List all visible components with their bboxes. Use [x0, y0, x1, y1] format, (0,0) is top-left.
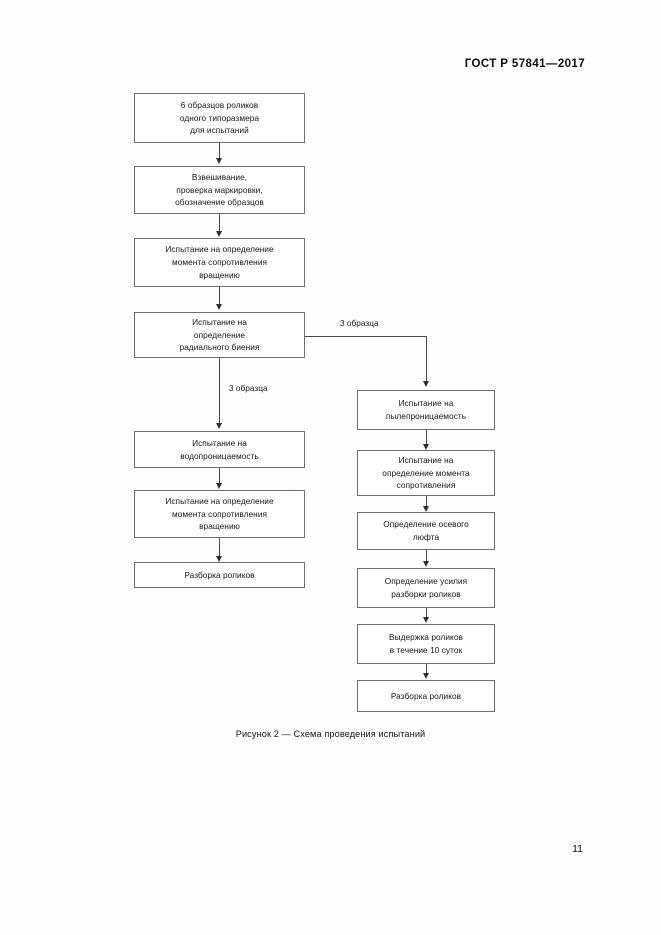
document-standard-header: ГОСТ Р 57841—2017: [464, 58, 585, 70]
connector-branch-right-vertical: [426, 336, 427, 382]
node-line: разборки роликов: [391, 589, 461, 599]
node-line: Испытание на определение: [165, 244, 274, 255]
node-line: люфта: [412, 532, 440, 542]
branch-label-left: 3 образца: [229, 383, 268, 393]
flow-node-water-permeability: Испытание на водопроницаемость: [134, 431, 305, 468]
node-line: Определение осевого: [383, 519, 469, 530]
connector-r1-r2: [426, 430, 427, 445]
connector-n1-n2: [219, 143, 220, 160]
arrowhead-l1-l2: [216, 483, 222, 489]
connector-r5-r6: [426, 664, 427, 674]
arrowhead-n3-n4: [216, 304, 222, 310]
node-line: Выдержка роликов: [389, 632, 463, 643]
figure-caption: Рисунок 2 — Схема проведения испытаний: [235, 729, 426, 739]
node-line: Испытание на: [192, 437, 247, 448]
connector-r2-r3: [426, 496, 427, 508]
node-line: для испытаний: [190, 125, 249, 136]
arrowhead-n1-n2: [216, 158, 222, 164]
node-line: момента сопротивления: [171, 257, 268, 268]
branch-label-right: 3 образца: [340, 318, 379, 328]
arrowhead-r1-r2: [423, 444, 429, 450]
flow-node-dust-permeability: Испытание на пылепроницаемость: [357, 390, 495, 430]
arrowhead-branch-left: [216, 423, 222, 429]
node-line: Определение усилия: [384, 576, 468, 587]
node-line: Испытание на: [398, 454, 454, 465]
node-line: обозначение образцов: [175, 197, 264, 208]
node-line: сопротивления: [396, 480, 456, 491]
flow-node-axial-play: Определение осевого люфта: [357, 512, 495, 550]
node-line: пылепроницаемость: [385, 411, 467, 421]
node-line: вращению: [199, 269, 240, 280]
flow-node-moment-resistance-right: Испытание на определение момента сопроти…: [357, 450, 495, 496]
node-line: Разборка роликов: [390, 690, 462, 701]
node-line: Испытание на: [192, 316, 247, 327]
connector-l2-l3: [219, 538, 220, 557]
node-line: 6 образцов роликов: [180, 99, 259, 110]
node-line: Взвешивание,: [191, 171, 248, 182]
flow-node-rotation-resistance: Испытание на определение момента сопроти…: [134, 238, 305, 287]
arrowhead-r2-r3: [423, 506, 429, 512]
arrowhead-branch-right: [423, 381, 429, 387]
connector-n2-n3: [219, 214, 220, 232]
flow-node-disassembly-force: Определение усилия разборки роликов: [357, 568, 495, 608]
flow-node-holding-10-days: Выдержка роликов в течение 10 суток: [357, 624, 495, 664]
flow-node-disassembly-right: Разборка роликов: [357, 680, 495, 712]
flow-node-radial-runout: Испытание на определение радиального бие…: [134, 312, 305, 358]
node-line: одного типоразмера: [179, 112, 260, 123]
connector-branch-left-vertical: [219, 358, 220, 424]
node-line: Испытание на: [398, 398, 454, 409]
arrowhead-n2-n3: [216, 231, 222, 237]
flow-node-weighing: Взвешивание, проверка маркировки, обозна…: [134, 166, 305, 214]
node-line: определение момента: [382, 467, 470, 478]
arrowhead-r5-r6: [423, 673, 429, 679]
flow-node-rotation-resistance-left: Испытание на определение момента сопроти…: [134, 490, 305, 538]
connector-branch-right-horizontal: [305, 336, 426, 337]
arrowhead-r3-r4: [423, 561, 429, 567]
connector-n3-n4: [219, 287, 220, 305]
node-line: водопроницаемость: [180, 450, 259, 461]
flow-node-disassembly-left: Разборка роликов: [134, 562, 305, 588]
node-line: радиального биения: [179, 342, 260, 353]
node-line: Испытание на определение: [165, 495, 274, 506]
page-number: 11: [572, 843, 583, 855]
node-line: определение: [193, 329, 246, 340]
connector-l1-l2: [219, 468, 220, 484]
node-line: вращению: [199, 521, 240, 532]
connector-r4-r5: [426, 608, 427, 618]
node-line: Разборка роликов: [184, 569, 255, 580]
node-line: в течение 10 суток: [389, 645, 463, 655]
flow-node-samples: 6 образцов роликов одного типоразмера дл…: [134, 93, 305, 143]
node-line: момента сопротивления: [171, 508, 268, 519]
arrowhead-l2-l3: [216, 556, 222, 562]
connector-r3-r4: [426, 550, 427, 562]
node-line: проверка маркировки,: [176, 184, 263, 195]
arrowhead-r4-r5: [423, 617, 429, 623]
